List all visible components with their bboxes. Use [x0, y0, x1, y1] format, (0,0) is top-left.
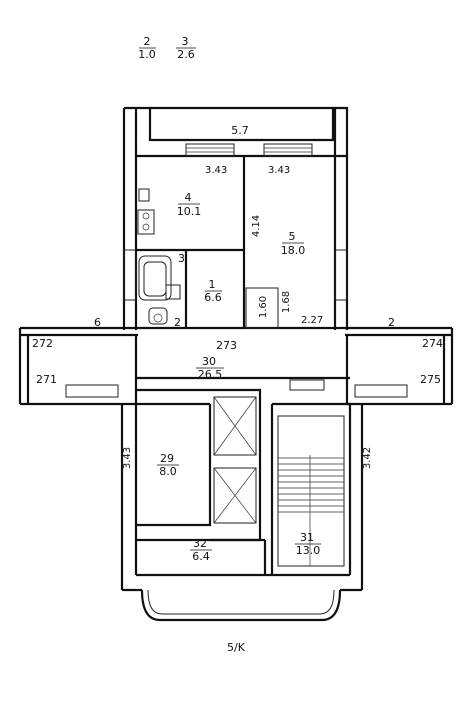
room-30-label: 30 26.5: [196, 355, 224, 381]
room-274-label: 274: [422, 337, 443, 350]
room-1-area: 6.6: [204, 291, 222, 304]
room-5-area: 18.0: [281, 244, 306, 257]
dim-3-43-left-vert: 3.43: [122, 447, 133, 469]
room-32-num: 32: [193, 537, 207, 550]
label-2-right: 2: [388, 316, 395, 329]
room-4-num: 4: [185, 191, 192, 204]
label-6: 6: [94, 316, 101, 329]
legend-area-3: 2.6: [177, 48, 195, 61]
room-31-area: 13.0: [296, 544, 321, 557]
room-273-label: 273: [216, 339, 237, 352]
dim-1-68: 1.68: [281, 291, 292, 313]
room-4-area: 10.1: [177, 205, 202, 218]
walls: [18, 106, 454, 592]
lower-balcony: [140, 589, 342, 622]
room-5-num: 5: [289, 230, 296, 243]
windows: [123, 143, 348, 301]
dim-3-43-top-left: 3.43: [205, 165, 227, 176]
plan-footer-label: 5/K: [227, 641, 246, 654]
staircase: [277, 415, 345, 567]
legend-area-2: 1.0: [138, 48, 156, 61]
label-3: 3: [178, 252, 185, 265]
dim-3-43-top-right: 3.43: [268, 165, 290, 176]
legend-num-2: 2: [144, 35, 151, 48]
room-balcony-area: 5.7: [231, 124, 249, 137]
room-30-area: 26.5: [198, 368, 223, 381]
room-4-label: 4 10.1: [177, 191, 202, 218]
fixtures: [65, 188, 408, 398]
room-32-area: 6.4: [192, 550, 210, 563]
room-1-label: 1 6.6: [204, 278, 222, 304]
room-1-num: 1: [209, 278, 216, 291]
label-2-left: 2: [174, 316, 181, 329]
room-271-label: 271: [36, 373, 57, 386]
room-272-label: 272: [32, 337, 53, 350]
room-275-label: 275: [420, 373, 441, 386]
room-32-label: 32 6.4: [190, 537, 212, 563]
legend-item-3: 3 2.6: [176, 35, 196, 61]
room-5-label: 5 18.0: [281, 230, 306, 257]
dim-4-14: 4.14: [251, 215, 262, 237]
room-29-num: 29: [160, 452, 174, 465]
dim-1-60: 1.60: [258, 296, 269, 318]
room-29-label: 29 8.0: [157, 452, 179, 478]
lifts: [213, 396, 257, 524]
room-30-num: 30: [202, 355, 216, 368]
room-31-num: 31: [300, 531, 314, 544]
room-31-label: 31 13.0: [295, 531, 321, 557]
dim-2-27: 2.27: [301, 315, 323, 326]
legend-num-3: 3: [182, 35, 189, 48]
room-29-area: 8.0: [159, 465, 177, 478]
dim-3-42-right-vert: 3.42: [362, 447, 373, 469]
legend-item-2: 2 1.0: [138, 35, 156, 61]
